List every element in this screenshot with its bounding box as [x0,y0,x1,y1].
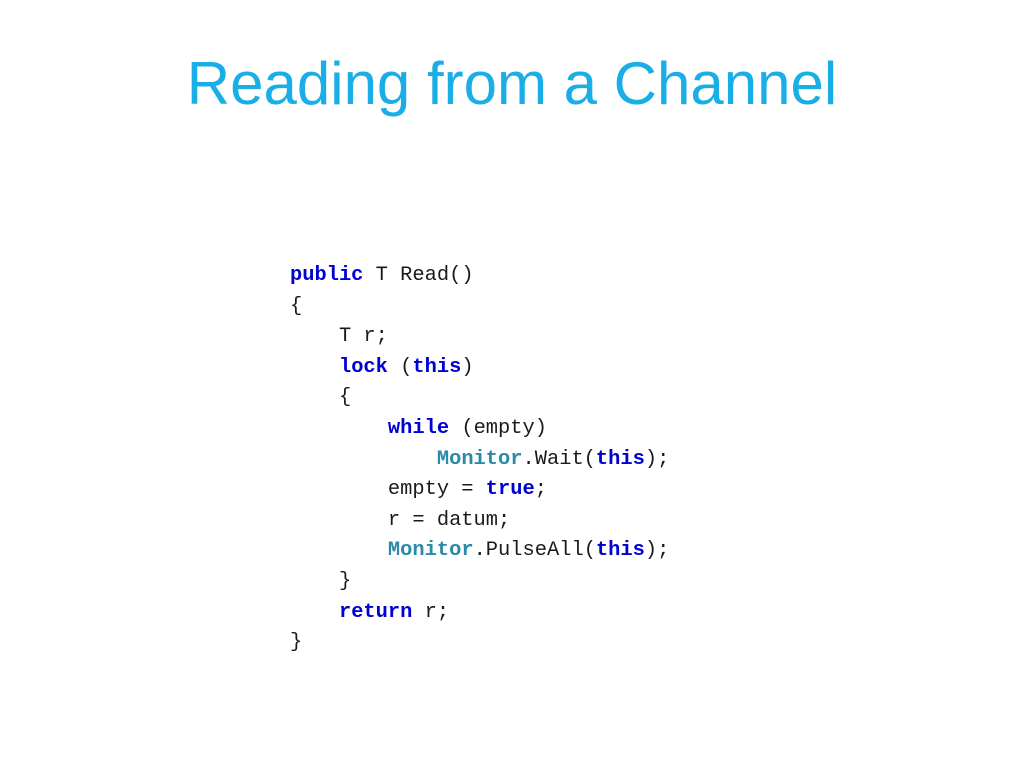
code-line: { [290,292,669,323]
code-line: } [290,628,669,659]
code-line: while (empty) [290,414,669,445]
code-line: Monitor.Wait(this); [290,445,670,476]
code-keyword: public [290,264,364,287]
code-text: ); [644,447,670,471]
code-text: T r; [290,325,388,349]
code-line: Monitor.PulseAll(this); [290,536,669,567]
code-text: r = datum; [290,508,511,532]
code-line: lock (this) [290,353,669,384]
code-text: ); [644,539,670,563]
code-line: r = datum; [290,506,669,537]
code-keyword: while [387,416,450,440]
code-text: { [290,386,352,410]
code-keyword: this [595,539,645,563]
code-text: ; [534,478,547,502]
code-text: .PulseAll( [473,539,596,563]
code-block: public T Read(){ T r; lock (this) { whil… [290,261,669,659]
code-text: empty = [290,478,486,502]
code-class-name: Monitor [436,447,523,471]
code-line: return r; [290,598,669,629]
code-keyword: lock [338,355,388,379]
code-text: T Read() [363,264,474,287]
code-text: } [290,569,352,593]
code-text: r; [412,600,450,624]
code-keyword: this [595,447,645,471]
code-class-name: Monitor [387,539,474,563]
code-line: { [290,383,669,414]
slide-title: Reading from a Channel [186,50,838,117]
code-line: public T Read() [290,261,669,292]
code-line: empty = true; [290,475,669,506]
code-text: ( [387,355,413,379]
code-line: } [290,567,669,598]
code-text [290,539,388,562]
code-keyword: return [338,600,413,624]
code-text [290,448,437,471]
code-text [290,417,388,440]
code-text: (empty) [449,416,547,440]
code-line: T r; [290,322,669,353]
code-text: } [290,631,303,655]
code-text: .Wait( [522,447,596,471]
code-text [290,601,339,624]
code-text: { [290,294,303,318]
code-text [290,356,339,379]
code-text: ) [461,355,474,379]
code-keyword: this [412,355,462,379]
code-keyword: true [485,478,535,502]
